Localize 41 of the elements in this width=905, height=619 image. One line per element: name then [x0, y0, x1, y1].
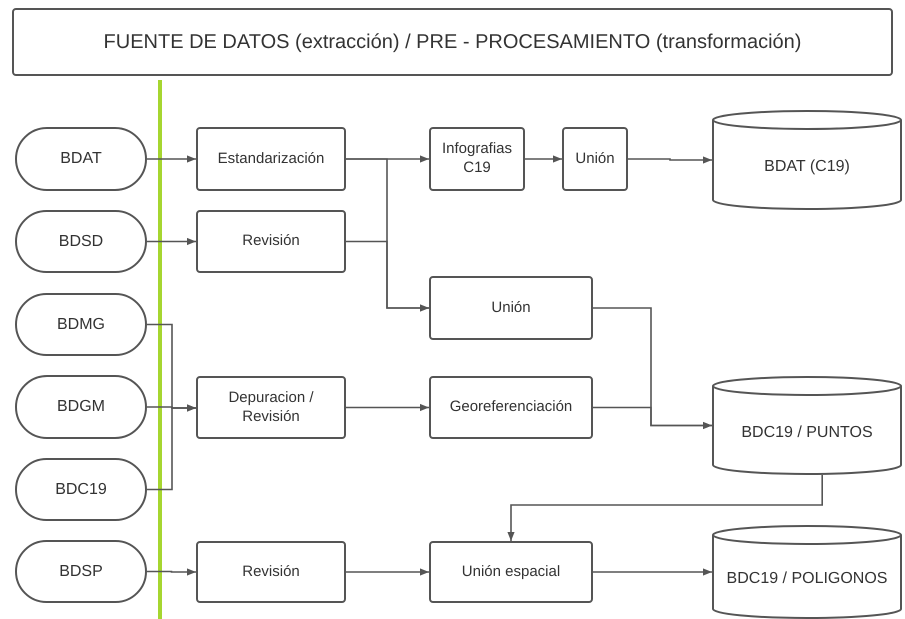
- arrow: [593, 568, 712, 576]
- process-box: [429, 541, 593, 603]
- node-label: BDAT: [60, 149, 102, 169]
- node-label: Revisión: [242, 562, 300, 582]
- arrow: [147, 404, 196, 490]
- arrow: [346, 568, 429, 576]
- header-box: [12, 8, 893, 76]
- node-label: Depuracion / Revisión: [227, 388, 315, 426]
- node-label: BDMG: [57, 314, 105, 334]
- arrow: [628, 156, 712, 164]
- node-label: Unión espacial: [462, 562, 560, 582]
- node-label: BDC19 / POLIGONOS: [726, 569, 888, 589]
- node-label: Georeferenciación: [450, 398, 572, 417]
- node-label: BDC19 / PUNTOS: [741, 422, 873, 442]
- node-label: Estandarización: [218, 150, 324, 168]
- node-label: Infografias C19: [440, 140, 514, 178]
- process-box: [196, 376, 346, 439]
- arrow: [507, 475, 823, 541]
- arrow: [147, 155, 196, 163]
- node-label: Unión: [491, 298, 531, 318]
- process-box: [429, 127, 525, 191]
- arrow: [147, 238, 196, 246]
- process-box: [196, 127, 346, 191]
- node-label: BDC19: [55, 480, 107, 500]
- process-box: [196, 210, 346, 273]
- node-label: BDSD: [58, 232, 104, 252]
- arrow: [593, 406, 712, 430]
- node-label: BDGM: [57, 397, 105, 417]
- node-label: BDSP: [59, 562, 103, 582]
- node-label: BDAT (C19): [764, 157, 850, 177]
- node-label: Unión: [575, 150, 615, 168]
- arrow: [147, 568, 196, 576]
- process-box: [429, 376, 593, 439]
- process-box: [562, 127, 628, 191]
- arrow: [346, 240, 429, 312]
- node-label: FUENTE DE DATOS (extracción) / PRE - PROCESAMIENTO (transformación): [104, 30, 802, 54]
- process-box: [429, 276, 593, 340]
- node-label: Revisión: [242, 232, 300, 251]
- arrow: [525, 155, 562, 163]
- process-box: [196, 541, 346, 603]
- arrow: [346, 404, 429, 412]
